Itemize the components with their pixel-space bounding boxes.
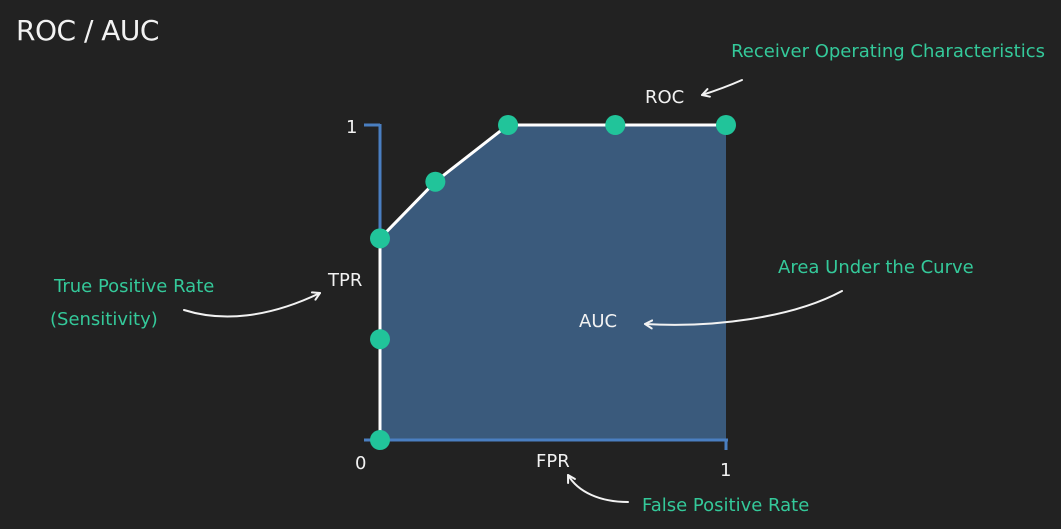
y-tick-1-label: 1 xyxy=(346,117,357,138)
origin-label: 0 xyxy=(355,453,366,474)
x-tick-1-label: 1 xyxy=(720,460,731,481)
roc-full-name: Receiver Operating Characteristics xyxy=(731,41,1045,62)
roc-point-3 xyxy=(425,171,446,192)
tpr-full-name-line1: True Positive Rate xyxy=(53,276,214,297)
roc-point-5 xyxy=(605,115,626,135)
roc-point-0 xyxy=(370,430,390,450)
tpr-label: TPR xyxy=(327,270,362,291)
fpr-label: FPR xyxy=(536,451,570,472)
roc-point-6 xyxy=(716,115,736,135)
tpr-arrow xyxy=(183,291,321,318)
roc-points xyxy=(370,115,736,450)
roc-point-2 xyxy=(370,228,390,249)
auc-arrow xyxy=(644,290,843,330)
roc-arrow xyxy=(701,79,743,98)
auc-area xyxy=(380,125,726,440)
fpr-arrow xyxy=(567,474,629,503)
tpr-full-name-line2: (Sensitivity) xyxy=(50,309,158,330)
auc-label: AUC xyxy=(579,311,617,332)
slide-title: ROC / AUC xyxy=(16,14,159,47)
fpr-full-name: False Positive Rate xyxy=(642,495,809,516)
roc-label: ROC xyxy=(645,87,684,108)
roc-point-1 xyxy=(370,329,390,350)
auc-full-name: Area Under the Curve xyxy=(778,257,974,278)
roc-point-4 xyxy=(498,115,519,135)
